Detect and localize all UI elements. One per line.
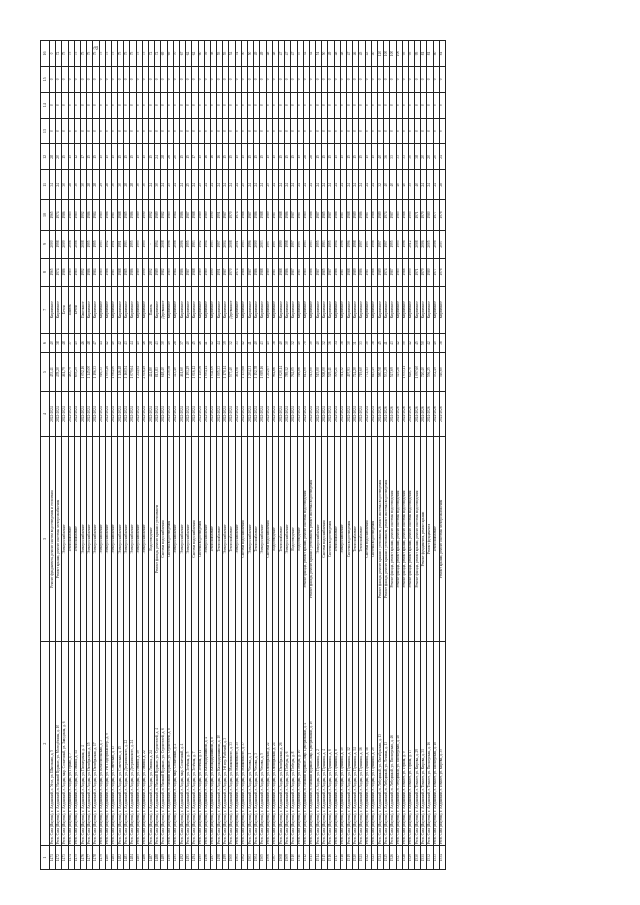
area-cell: 540,60 — [439, 352, 446, 392]
wall-material-cell: Кирпичное — [439, 286, 446, 334]
value-cell: 28 — [439, 169, 446, 200]
column-number: 8 — [40, 258, 50, 287]
period-cell: 2024-2026 — [439, 391, 446, 437]
value-cell: 0 — [439, 118, 446, 144]
address-cell: Респ. Саха (Якутия), г. Алданский, г. То… — [439, 641, 446, 846]
column-number: 13 — [40, 118, 50, 144]
column-number: 4 — [40, 391, 50, 437]
value-cell: 0 — [439, 92, 446, 119]
column-number: 9 — [40, 230, 50, 259]
column-number: 5 — [40, 352, 50, 392]
value-cell: 24 — [439, 143, 446, 170]
column-number: 7 — [40, 286, 50, 334]
value-cell: 81 — [439, 40, 446, 67]
column-number: 1 — [40, 845, 50, 870]
year-cell: 1976 — [439, 258, 446, 287]
value-cell: 0 — [439, 66, 446, 93]
column-number: 16 — [40, 40, 50, 67]
row-number: 1534 — [439, 845, 446, 870]
column-number: 10 — [40, 199, 50, 231]
column-number: 15 — [40, 66, 50, 93]
column-number: 3 — [40, 436, 50, 642]
count-cell: 38 — [439, 333, 446, 353]
column-number: 2 — [40, 641, 50, 846]
column-number: 6 — [40, 333, 50, 353]
year-cell: 2007 — [439, 230, 446, 259]
year-cell: 1976 — [439, 199, 446, 231]
column-number: 12 — [40, 143, 50, 170]
work-type-cell: Ремонт крыши, ремонт системы электроснаб… — [439, 436, 446, 642]
column-number: 14 — [40, 92, 50, 119]
column-number: 11 — [40, 169, 50, 200]
